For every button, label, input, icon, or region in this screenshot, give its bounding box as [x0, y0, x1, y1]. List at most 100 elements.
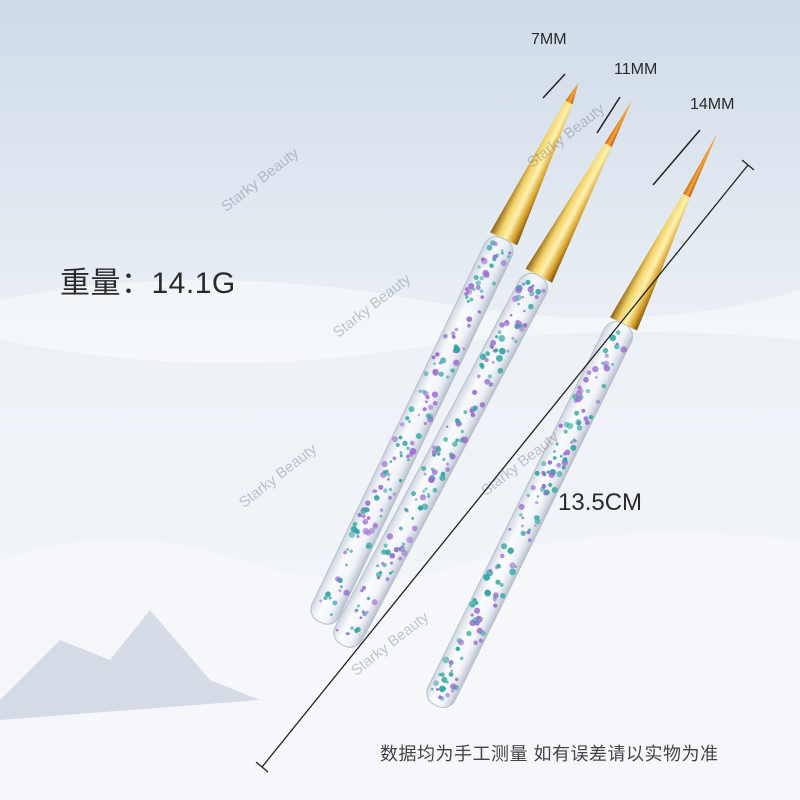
glitter-flake [399, 454, 403, 458]
glitter-flake [391, 570, 394, 574]
glitter-flake [541, 288, 546, 293]
glitter-flake [438, 685, 446, 693]
glitter-flake [556, 470, 563, 477]
glitter-flake [328, 596, 332, 600]
glitter-flake [443, 333, 448, 339]
glitter-flake [366, 516, 371, 520]
glitter-flake [389, 460, 393, 463]
glitter-flake [472, 405, 478, 411]
glitter-flake [443, 687, 447, 690]
glitter-flake [448, 660, 454, 666]
glitter-flake [521, 516, 525, 520]
brush-11mm [333, 100, 632, 648]
glitter-flake [352, 521, 358, 527]
glitter-flake [408, 452, 414, 457]
glitter-flake [427, 404, 434, 410]
glitter-flake [398, 478, 403, 483]
glitter-flake [575, 396, 582, 403]
acrylic-handle [310, 236, 514, 625]
glitter-flake [432, 487, 438, 493]
glitter-flake [398, 547, 402, 551]
glitter-flake [365, 500, 371, 506]
glitter-flake [435, 352, 440, 357]
glitter-flake [432, 401, 438, 406]
gold-ferrule [610, 193, 691, 331]
glitter-flake [500, 593, 506, 599]
glitter-flake [406, 446, 410, 451]
glitter-flake [346, 547, 350, 552]
measurement-note: 数据均为手工测量 如有误差请以实物为准 [380, 744, 719, 764]
glitter-flake [395, 443, 400, 447]
glitter-flake [588, 415, 594, 420]
glitter-flake [530, 485, 536, 491]
glitter-flake [372, 489, 376, 494]
glitter-flake [421, 465, 427, 471]
brush-length-label: 13.5CM [558, 489, 643, 516]
glitter-flake [535, 501, 539, 505]
glitter-flake [552, 456, 557, 460]
glitter-flake [454, 677, 459, 682]
glitter-flake [466, 630, 472, 637]
glitter-flake [361, 514, 366, 519]
glitter-flake [451, 335, 456, 339]
glitter-flake [484, 378, 491, 385]
tip-pointer-7mm [542, 73, 566, 99]
glitter-flake [393, 547, 399, 553]
glitter-flake [469, 408, 474, 414]
glitter-flake [595, 376, 598, 379]
glitter-flake [466, 299, 470, 303]
glitter-flake [350, 626, 354, 631]
glitter-flake [506, 349, 510, 353]
weight-label: 重量：14.1G [60, 267, 236, 300]
glitter-flake [466, 323, 471, 328]
glitter-flake [361, 586, 366, 591]
glitter-flake [470, 613, 474, 617]
glitter-flake [418, 389, 422, 393]
glitter-flake [439, 474, 446, 481]
glitter-flake [522, 322, 528, 328]
glitter-flake [448, 452, 454, 457]
glitter-flake [408, 406, 415, 413]
glitter-flake [603, 360, 610, 367]
glitter-flake [521, 295, 525, 299]
glitter-flake [454, 327, 459, 332]
glitter-flake [493, 603, 498, 608]
glitter-flake [445, 692, 450, 698]
glitter-flake [563, 429, 568, 434]
glitter-flake [414, 498, 418, 501]
glitter-flake [419, 494, 427, 501]
glitter-flake [362, 518, 369, 525]
glitter-flake [577, 385, 582, 390]
glitter-flake [529, 291, 535, 297]
glitter-flake [445, 466, 451, 472]
glitter-flake [493, 592, 499, 598]
gold-ferrule [490, 100, 573, 246]
glitter-flake [381, 549, 387, 555]
glitter-flake [355, 608, 359, 612]
glitter-flake [611, 363, 614, 366]
glitter-flake [335, 576, 341, 582]
glitter-flake [431, 469, 438, 476]
glitter-flake [360, 589, 364, 593]
glitter-flake [443, 437, 448, 442]
glitter-flake [422, 407, 427, 412]
glitter-flake [448, 664, 452, 668]
glitter-flake [442, 457, 446, 461]
glitter-flake [398, 556, 403, 561]
glitter-flake [555, 442, 559, 446]
glitter-flake [436, 452, 441, 456]
glitter-flake [498, 335, 506, 342]
glitter-flake [517, 302, 520, 306]
glitter-flake [499, 322, 505, 328]
glitter-flake [460, 429, 464, 434]
glitter-flake [601, 361, 605, 365]
glitter-flake [454, 418, 460, 424]
glitter-flake [563, 421, 570, 428]
glitter-flake [423, 421, 428, 426]
glitter-flake [356, 534, 360, 539]
glitter-flake [528, 303, 534, 310]
tip-length-14mm-label: 14MM [690, 96, 735, 113]
glitter-flake [324, 591, 331, 598]
glitter-flake [381, 461, 388, 468]
